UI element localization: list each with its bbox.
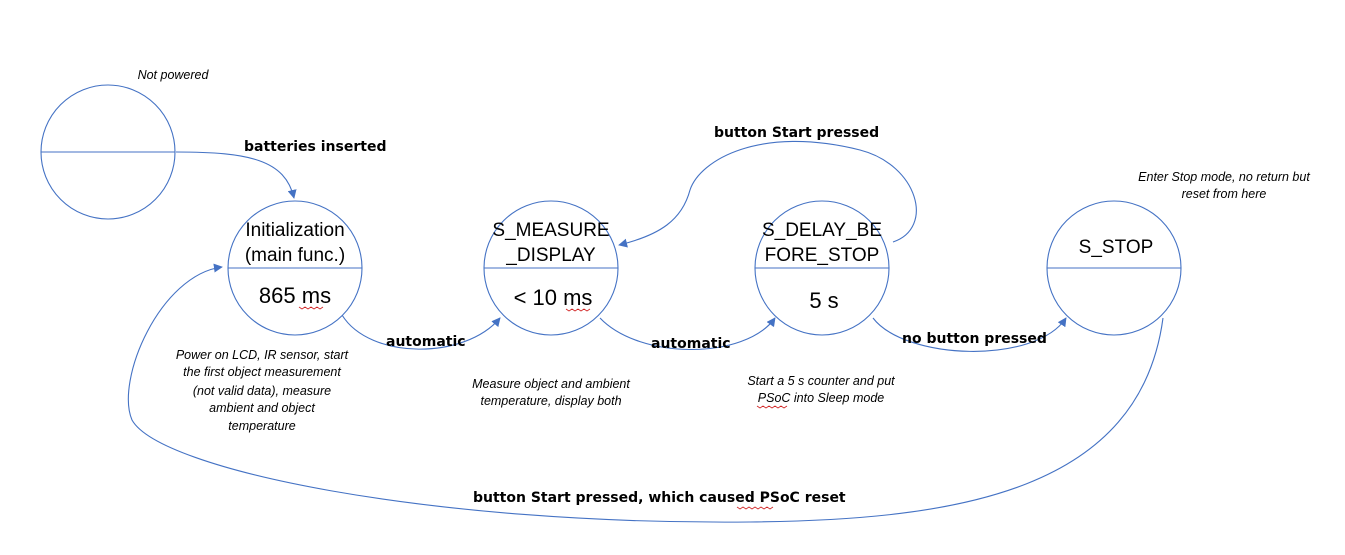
label-init-to-measure: automatic <box>386 334 466 350</box>
spell-underline <box>736 506 774 510</box>
note-line: temperature, display both <box>480 394 621 408</box>
state-name-line: (main func.) <box>245 245 345 266</box>
note-line: the first object measurement <box>183 365 341 379</box>
note-line: (not valid data), measure <box>193 384 331 398</box>
label-stop-to-init: button Start pressed, which caused PSoC … <box>473 490 846 506</box>
note-line: Measure object and ambient <box>472 377 630 391</box>
note-line: temperature <box>228 419 295 433</box>
state-name-line: FORE_STOP <box>765 245 880 266</box>
label-measure-to-delay: automatic <box>651 336 731 352</box>
state-measure-display: S_MEASURE _DISPLAY < 10 ms <box>483 200 619 336</box>
label-delay-to-measure: button Start pressed <box>714 125 879 141</box>
init-note: Power on LCD, IR sensor, start the first… <box>176 348 349 433</box>
state-stop: S_STOP <box>1046 200 1182 336</box>
state-name: S_STOP <box>1079 237 1154 258</box>
edge-stop-to-init <box>127 263 1164 523</box>
measure-note: Measure object and ambient temperature, … <box>472 377 630 408</box>
state-duration: 5 s <box>809 288 838 313</box>
note-line: PSoC into Sleep mode <box>758 391 885 405</box>
state-name-line: _DISPLAY <box>505 245 596 266</box>
label-batteries-inserted: batteries inserted <box>244 139 386 155</box>
state-name-line: S_MEASURE <box>492 220 609 241</box>
not-powered-note: Not powered <box>138 68 210 82</box>
delay-note: Start a 5 s counter and put PSoC into Sl… <box>747 374 895 409</box>
edge-delay-to-stop <box>872 317 1067 352</box>
note-line: reset from here <box>1182 187 1267 201</box>
edge-measure-to-delay <box>599 317 776 350</box>
note-line: ambient and object <box>209 401 315 415</box>
label-delay-to-stop: no button pressed <box>902 331 1047 347</box>
edge-batteries-inserted <box>175 151 297 199</box>
note-line: Power on LCD, IR sensor, start <box>176 348 349 362</box>
note-line: Enter Stop mode, no return but <box>1138 170 1310 184</box>
state-initialization: Initialization (main func.) 865 ms <box>227 200 363 336</box>
state-duration: < 10 ms <box>514 285 593 310</box>
state-duration: 865 ms <box>259 283 331 308</box>
state-name-line: Initialization <box>245 220 344 241</box>
state-delay-before-stop: S_DELAY_BE FORE_STOP 5 s <box>754 200 890 336</box>
stop-note: Enter Stop mode, no return but reset fro… <box>1138 170 1310 201</box>
state-not-powered <box>40 84 176 220</box>
spell-underline <box>756 405 788 409</box>
edge-delay-to-measure <box>618 141 917 248</box>
spell-underline <box>565 308 591 312</box>
edge-init-to-measure <box>341 314 501 350</box>
note-line: Start a 5 s counter and put <box>747 374 895 388</box>
spell-underline <box>298 306 324 310</box>
state-name-line: S_DELAY_BE <box>762 220 882 241</box>
